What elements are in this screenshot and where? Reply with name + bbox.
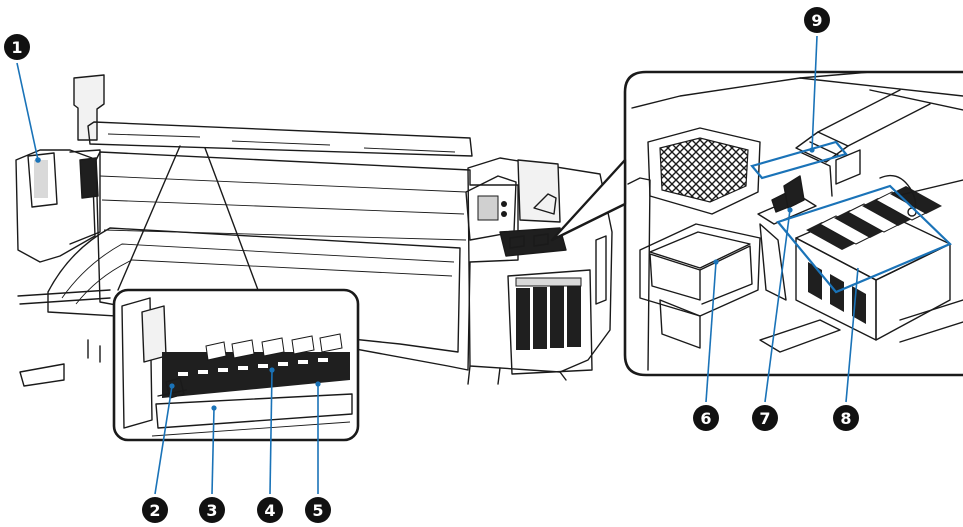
svg-text:9: 9: [811, 11, 822, 30]
callout-3: 3: [199, 497, 225, 523]
callout-1: 1: [4, 34, 30, 60]
callout-2: 2: [142, 497, 168, 523]
callout-7: 7: [752, 405, 778, 431]
svg-text:1: 1: [11, 38, 22, 57]
svg-text:4: 4: [264, 501, 275, 520]
svg-text:8: 8: [840, 409, 851, 428]
callout-5: 5: [305, 497, 331, 523]
svg-text:2: 2: [149, 501, 160, 520]
printer-body: [15, 74, 613, 387]
svg-text:6: 6: [700, 409, 711, 428]
callout-8: 8: [833, 405, 859, 431]
callout-4: 4: [257, 497, 283, 523]
maintenance-inset: [550, 70, 963, 377]
leader-lines: [16, 35, 859, 495]
callout-6: 6: [693, 405, 719, 431]
svg-text:7: 7: [759, 409, 770, 428]
svg-text:5: 5: [312, 501, 323, 520]
svg-text:3: 3: [206, 501, 217, 520]
callout-9: 9: [804, 7, 830, 33]
carriage-inset: [112, 288, 360, 442]
